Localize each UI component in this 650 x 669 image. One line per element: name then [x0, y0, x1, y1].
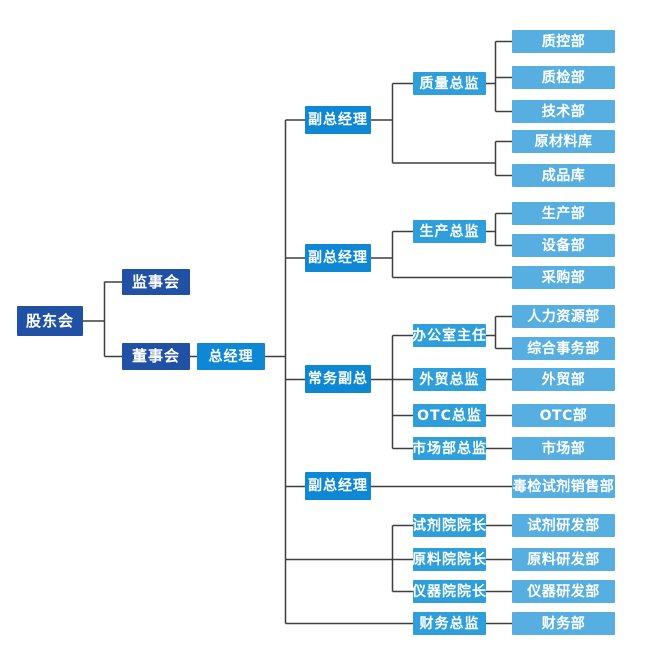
- node-finance-dept: 财务部: [512, 612, 615, 635]
- node-executive-deputy-gm: 常务副总: [305, 365, 371, 393]
- node-reagent-institute-dean: 试剂院院长: [412, 514, 486, 537]
- node-tech-dept: 技术部: [512, 100, 615, 123]
- node-raw-material-institute-dean: 原料院院长: [412, 548, 486, 571]
- node-finished-goods-warehouse: 成品库: [512, 164, 615, 187]
- node-foreign-trade-dept: 外贸部: [512, 368, 615, 391]
- node-qa-dept: 质检部: [512, 66, 615, 89]
- node-qc-dept: 质控部: [512, 30, 615, 53]
- node-equipment-dept: 设备部: [512, 234, 615, 257]
- node-office-director: 办公室主任: [412, 324, 486, 347]
- node-otc-director: OTC总监: [413, 404, 486, 427]
- node-deputy-gm-2: 副总经理: [305, 244, 371, 272]
- node-hr-dept: 人力资源部: [512, 305, 615, 328]
- node-board-of-directors: 董事会: [122, 343, 190, 370]
- node-foreign-trade-director: 外贸总监: [413, 368, 486, 391]
- node-raw-material-rd-dept: 原料研发部: [512, 548, 615, 571]
- node-deputy-gm-3: 副总经理: [305, 472, 371, 500]
- node-raw-material-warehouse: 原材料库: [512, 130, 615, 153]
- node-otc-dept: OTC部: [512, 404, 615, 427]
- node-supervisory-board: 监事会: [122, 269, 190, 295]
- node-reagent-rd-dept: 试剂研发部: [512, 514, 615, 537]
- node-shareholders: 股东会: [17, 306, 83, 336]
- node-toxicology-reagent-sales-dept: 毒检试剂销售部: [512, 475, 615, 498]
- node-instrument-institute-dean: 仪器院院长: [412, 580, 486, 603]
- node-production-dept: 生产部: [512, 202, 615, 225]
- node-marketing-dept-director: 市场部总监: [412, 437, 486, 460]
- node-production-director: 生产总监: [413, 220, 486, 243]
- node-general-affairs-dept: 综合事务部: [512, 337, 615, 360]
- node-marketing-dept: 市场部: [512, 437, 615, 460]
- node-quality-director: 质量总监: [413, 72, 486, 95]
- node-deputy-gm-1: 副总经理: [305, 106, 371, 134]
- node-purchasing-dept: 采购部: [512, 266, 615, 289]
- node-instrument-rd-dept: 仪器研发部: [512, 580, 615, 603]
- node-finance-director: 财务总监: [413, 612, 486, 635]
- node-general-manager: 总经理: [197, 343, 265, 370]
